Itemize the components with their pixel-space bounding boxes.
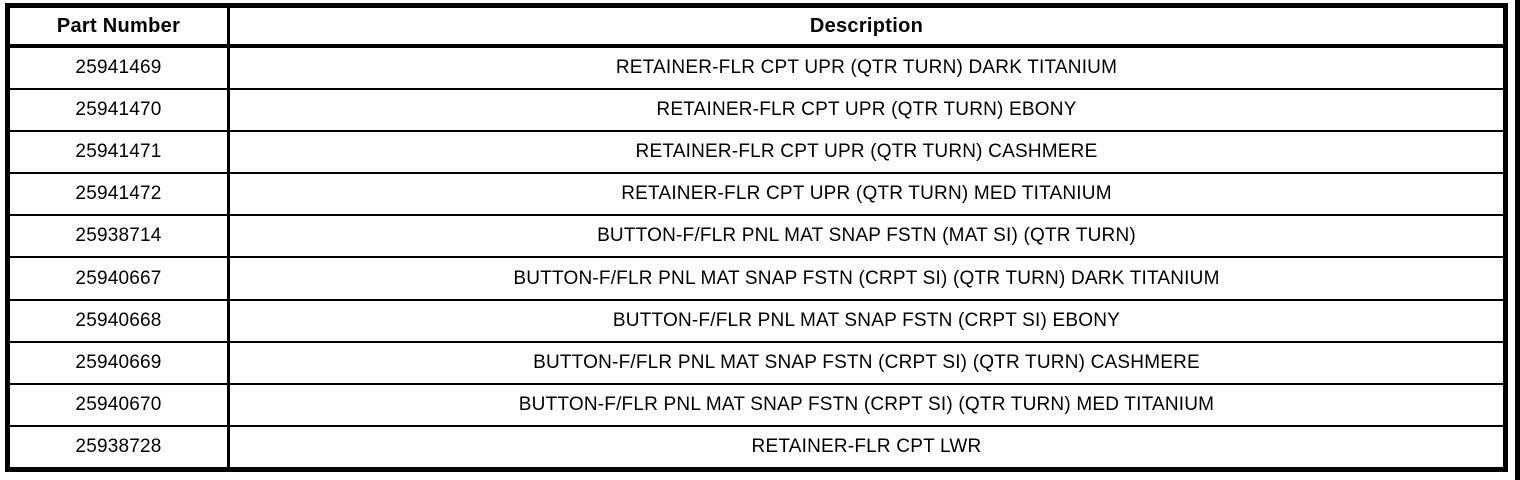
- table-row: 25941471 RETAINER-FLR CPT UPR (QTR TURN)…: [10, 130, 1503, 173]
- part-number-cell: 25938728: [10, 426, 230, 467]
- description-cell: BUTTON-F/FLR PNL MAT SNAP FSTN (CRPT SI)…: [513, 267, 1220, 289]
- description-cell: BUTTON-F/FLR PNL MAT SNAP FSTN (CRPT SI)…: [533, 351, 1200, 373]
- table-row: 25941469 RETAINER-FLR CPT UPR (QTR TURN)…: [10, 48, 1503, 89]
- description-cell: RETAINER-FLR CPT UPR (QTR TURN) DARK TIT…: [615, 57, 1118, 79]
- header-description: Description: [809, 14, 924, 37]
- table-row: 25940667 BUTTON-F/FLR PNL MAT SNAP FSTN …: [10, 256, 1503, 299]
- table-row: 25941470 RETAINER-FLR CPT UPR (QTR TURN)…: [10, 88, 1503, 131]
- table-row: 25941472 RETAINER-FLR CPT UPR (QTR TURN)…: [10, 172, 1503, 215]
- part-number-cell: 25940667: [10, 258, 230, 299]
- table-row: 25940669 BUTTON-F/FLR PNL MAT SNAP FSTN …: [10, 340, 1503, 383]
- part-number-cell: 25940669: [10, 342, 230, 383]
- table-row: 25938728 RETAINER-FLR CPT LWR: [10, 424, 1503, 467]
- part-number-cell: 25941469: [10, 48, 230, 89]
- part-number-cell: 25941472: [10, 174, 230, 215]
- table-row: 25940668 BUTTON-F/FLR PNL MAT SNAP FSTN …: [10, 298, 1503, 341]
- table-row: 25940670 BUTTON-F/FLR PNL MAT SNAP FSTN …: [10, 382, 1503, 425]
- description-cell: BUTTON-F/FLR PNL MAT SNAP FSTN (CRPT SI)…: [518, 393, 1215, 415]
- part-number-cell: 25940670: [10, 384, 230, 425]
- page-edge-line: [1515, 0, 1520, 480]
- header-part-number: Part Number: [10, 8, 230, 44]
- part-number-cell: 25941471: [10, 132, 230, 173]
- table-row: 25938714 BUTTON-F/FLR PNL MAT SNAP FSTN …: [10, 214, 1503, 257]
- description-cell: BUTTON-F/FLR PNL MAT SNAP FSTN (CRPT SI)…: [612, 309, 1121, 331]
- description-cell: RETAINER-FLR CPT LWR: [751, 435, 982, 457]
- description-cell: RETAINER-FLR CPT UPR (QTR TURN) CASHMERE: [635, 141, 1098, 163]
- part-number-cell: 25941470: [10, 90, 230, 131]
- table-header-row: Part Number Description: [10, 8, 1503, 48]
- part-number-cell: 25938714: [10, 216, 230, 257]
- description-cell: RETAINER-FLR CPT UPR (QTR TURN) EBONY: [656, 99, 1077, 121]
- part-number-cell: 25940668: [10, 300, 230, 341]
- description-cell: BUTTON-F/FLR PNL MAT SNAP FSTN (MAT SI) …: [597, 225, 1136, 247]
- parts-table: Part Number Description 25941469 RETAINE…: [5, 3, 1508, 472]
- description-cell: RETAINER-FLR CPT UPR (QTR TURN) MED TITA…: [621, 183, 1112, 205]
